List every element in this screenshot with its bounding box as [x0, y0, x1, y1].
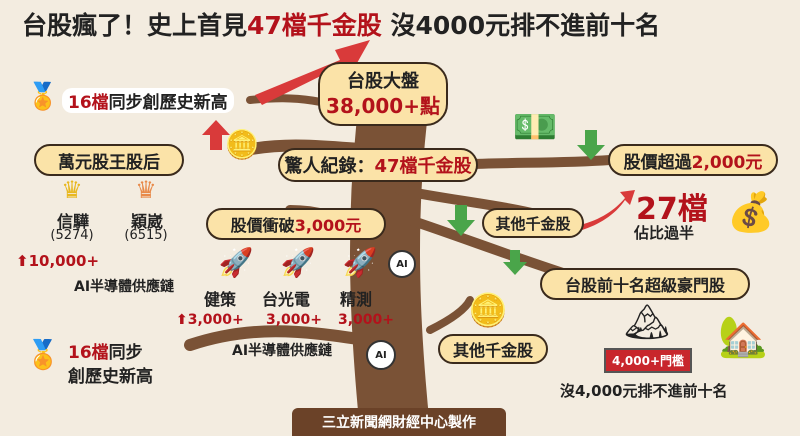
money-bags-icon: 💰 [727, 189, 775, 234]
stock-name: 穎崴 [130, 212, 163, 231]
stock-price: 3,000+ [266, 312, 323, 328]
top10-pill: 台股前十名超級豪門股 [540, 268, 750, 300]
stock-code: (5274) [50, 228, 94, 243]
top10-note: 沒4,000元排不進前十名 [560, 382, 728, 400]
down-arrow-icon [503, 250, 527, 275]
rocket-icon: 🚀 [218, 245, 254, 279]
threshold-banner: 4,000+門檻 [604, 348, 693, 373]
rocket-icon: 🚀 [280, 245, 316, 279]
cash-stack-icon: 💵 [512, 107, 558, 148]
kings-price: ⬆10,000+ [16, 252, 100, 270]
over2000-note: 佔比過半 [634, 224, 695, 242]
ai-chip-icon: AI [388, 250, 416, 278]
down-arrow-icon [577, 130, 605, 160]
mountain-icon: 🏔 [624, 302, 670, 343]
chain-label: AI半導體供應鏈 [232, 343, 333, 359]
stock-name: 精測 [340, 290, 373, 309]
record-bottom-line2: 創歷史新高 [68, 367, 153, 387]
center-pill: 驚人紀錄：47檔千金股 [278, 148, 478, 182]
coins-icon: 🪙 [224, 127, 260, 161]
stock-name: 台光電 [262, 290, 311, 309]
record-top-label: 16檔同步創歷史新高 [62, 88, 234, 113]
chain-label: AI半導體供應鏈 [74, 279, 175, 295]
footer-credit: 三立新聞網財經中心製作 [292, 408, 506, 436]
stock-code: (6515) [124, 228, 168, 243]
medal-icon: 🏅 [25, 337, 61, 371]
up-arrow-icon [580, 190, 635, 230]
other-pill: 其他千金股 [438, 334, 548, 364]
stock-name: 健策 [204, 290, 237, 309]
rocket-icon: 🚀 [342, 245, 378, 279]
record-bottom-line1: 16檔同步 [68, 343, 143, 363]
house-car-icon: 🏡 [718, 313, 768, 360]
page-title: 台股瘋了！史上首見47檔千金股 沒4000元排不進前十名 [22, 11, 661, 40]
stock-price: 3,000+ [338, 312, 395, 328]
over2000-count: 27檔 [636, 192, 708, 227]
stock-price: ⬆3,000+ [176, 312, 244, 328]
up-arrow-icon [202, 120, 230, 150]
up-arrow-icon [255, 40, 370, 105]
down-arrow-icon [447, 205, 475, 236]
kings-pill: 萬元股王股后 [34, 144, 184, 176]
crown-icon: ♛ [61, 176, 83, 204]
medal-icon: 🏅 [26, 82, 60, 112]
ai-chip-icon: AI [366, 340, 396, 370]
crown-icon: ♛ [135, 176, 157, 204]
coins-icon: 🪙 [468, 291, 508, 329]
other-branch-pill: 其他千金股 [482, 208, 584, 238]
stock-name: 信驊 [56, 212, 89, 231]
